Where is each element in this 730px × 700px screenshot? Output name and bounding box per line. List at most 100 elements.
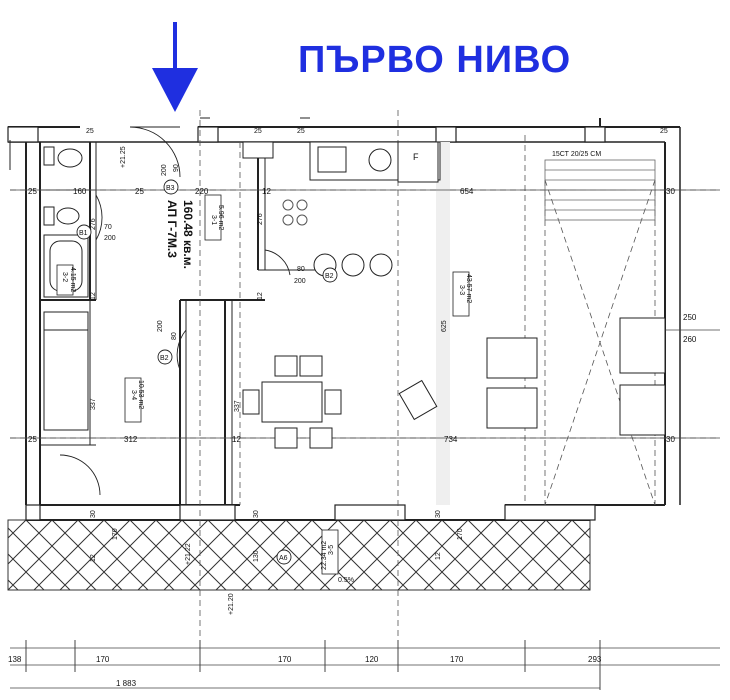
svg-text:B2: B2 <box>325 273 334 280</box>
svg-text:12: 12 <box>232 435 241 444</box>
svg-text:200: 200 <box>157 320 164 332</box>
armchair <box>398 379 438 421</box>
hob-icon <box>282 199 308 226</box>
door-tag: B3 <box>163 179 179 195</box>
svg-text:3-2: 3-2 <box>61 272 68 282</box>
svg-text:80: 80 <box>171 332 178 340</box>
page-title: ПЪРВО НИВО <box>298 39 572 81</box>
svg-text:5.96 m2: 5.96 m2 <box>217 205 224 230</box>
svg-text:90: 90 <box>173 164 180 172</box>
top-dimension-marks: 25 25 25 25 <box>86 128 668 135</box>
svg-text:80: 80 <box>297 266 305 273</box>
svg-text:120: 120 <box>365 655 379 664</box>
svg-text:43.57 m2: 43.57 m2 <box>465 274 472 303</box>
apartment-label: АП Г-7М.3 160.48 кв.м. <box>165 200 195 269</box>
svg-text:4.15 m2: 4.15 m2 <box>69 267 76 292</box>
balcony-dimensions: 30 170 12 30 130 12 30 170 <box>90 510 464 562</box>
svg-text:25: 25 <box>660 128 668 135</box>
svg-text:+21.25: +21.25 <box>120 146 127 168</box>
svg-text:276: 276 <box>257 213 264 225</box>
door-swings <box>59 126 291 496</box>
svg-text:250: 250 <box>683 313 697 322</box>
svg-text:160.48 кв.м.: 160.48 кв.м. <box>181 200 195 269</box>
svg-text:25: 25 <box>135 187 144 196</box>
svg-text:3-3: 3-3 <box>458 285 465 295</box>
kitchen-counter <box>309 141 441 183</box>
svg-text:12: 12 <box>257 292 264 300</box>
svg-text:625: 625 <box>441 320 448 332</box>
wall-blocks <box>7 126 606 521</box>
door-tag: B2 <box>322 267 338 283</box>
door-tag: A6 <box>276 549 292 565</box>
door-tag: B2 <box>157 349 173 365</box>
svg-text:293: 293 <box>588 655 602 664</box>
svg-text:138: 138 <box>8 655 22 664</box>
svg-text:654: 654 <box>460 187 474 196</box>
svg-text:12: 12 <box>90 292 97 300</box>
level-mark: +21.22 <box>185 543 192 565</box>
svg-text:170: 170 <box>96 655 110 664</box>
svg-text:200: 200 <box>294 278 306 285</box>
svg-text:25: 25 <box>28 435 37 444</box>
total-dimension: 1 883 <box>116 679 137 688</box>
svg-text:276: 276 <box>90 218 97 230</box>
dining-table <box>242 355 342 449</box>
room-label-3-1: 3-1 5.96 m2 <box>204 194 224 241</box>
down-arrow-icon <box>152 22 198 112</box>
right-side-dimensions: 250 260 <box>683 313 697 344</box>
svg-text:3-5: 3-5 <box>328 545 335 555</box>
top-row-dimensions: 25 160 25 220 12 654 30 <box>28 187 675 196</box>
svg-text:25: 25 <box>254 128 262 135</box>
svg-text:30: 30 <box>253 510 260 518</box>
balcony-hatch <box>7 519 591 591</box>
bottom-row-dimensions: 138 170 170 120 170 293 <box>8 655 602 664</box>
svg-text:220: 220 <box>195 187 209 196</box>
svg-text:12: 12 <box>90 554 97 562</box>
staircase <box>544 159 656 221</box>
wall-marks <box>9 117 310 170</box>
svg-text:170: 170 <box>457 528 464 540</box>
svg-text:170: 170 <box>278 655 292 664</box>
sofa <box>486 317 666 436</box>
svg-text:337: 337 <box>234 400 241 412</box>
door-tag: B1 <box>76 224 92 240</box>
svg-text:22.34 m2: 22.34 m2 <box>321 541 328 570</box>
svg-text:30: 30 <box>666 435 675 444</box>
svg-text:200: 200 <box>161 164 168 176</box>
svg-text:3-4: 3-4 <box>130 390 137 400</box>
fridge-label: F <box>413 152 419 162</box>
svg-text:30: 30 <box>435 510 442 518</box>
svg-text:3-1: 3-1 <box>210 215 217 225</box>
svg-text:A6: A6 <box>279 555 288 562</box>
dimension-lines <box>10 189 720 689</box>
middle-row-dimensions: 25 312 12 734 30 <box>28 435 675 444</box>
room-label-3-3: 3-3 43.57 m2 <box>452 271 472 317</box>
svg-text:30: 30 <box>666 187 675 196</box>
room-label-3-4: 3-4 10.53 m2 <box>124 377 144 423</box>
svg-text:12: 12 <box>262 187 271 196</box>
svg-text:160: 160 <box>73 187 87 196</box>
toilet-2-icon <box>43 206 80 226</box>
svg-text:200: 200 <box>104 235 116 242</box>
svg-text:25: 25 <box>86 128 94 135</box>
room-label-3-5: 3-5 22.34 m2 <box>321 529 339 575</box>
toilet-icon <box>43 146 83 168</box>
interior-dimensions: 200 90 276 70 200 276 12 80 200 80 200 6… <box>90 164 448 412</box>
bed-icon <box>43 311 89 431</box>
svg-text:30: 30 <box>90 510 97 518</box>
svg-text:B2: B2 <box>160 355 169 362</box>
svg-text:25: 25 <box>297 128 305 135</box>
dimension-ticks <box>25 640 601 690</box>
svg-text:170: 170 <box>450 655 464 664</box>
level-mark: +21.25 <box>120 146 127 168</box>
svg-text:312: 312 <box>124 435 138 444</box>
svg-text:130: 130 <box>253 550 260 562</box>
svg-text:АП Г-7М.3: АП Г-7М.3 <box>165 200 179 258</box>
svg-text:+21.20: +21.20 <box>228 593 235 615</box>
svg-text:+21.22: +21.22 <box>185 543 192 565</box>
svg-text:337: 337 <box>90 398 97 410</box>
slope-label: 0.5% <box>338 577 354 584</box>
svg-text:734: 734 <box>444 435 458 444</box>
svg-text:170: 170 <box>112 528 119 540</box>
